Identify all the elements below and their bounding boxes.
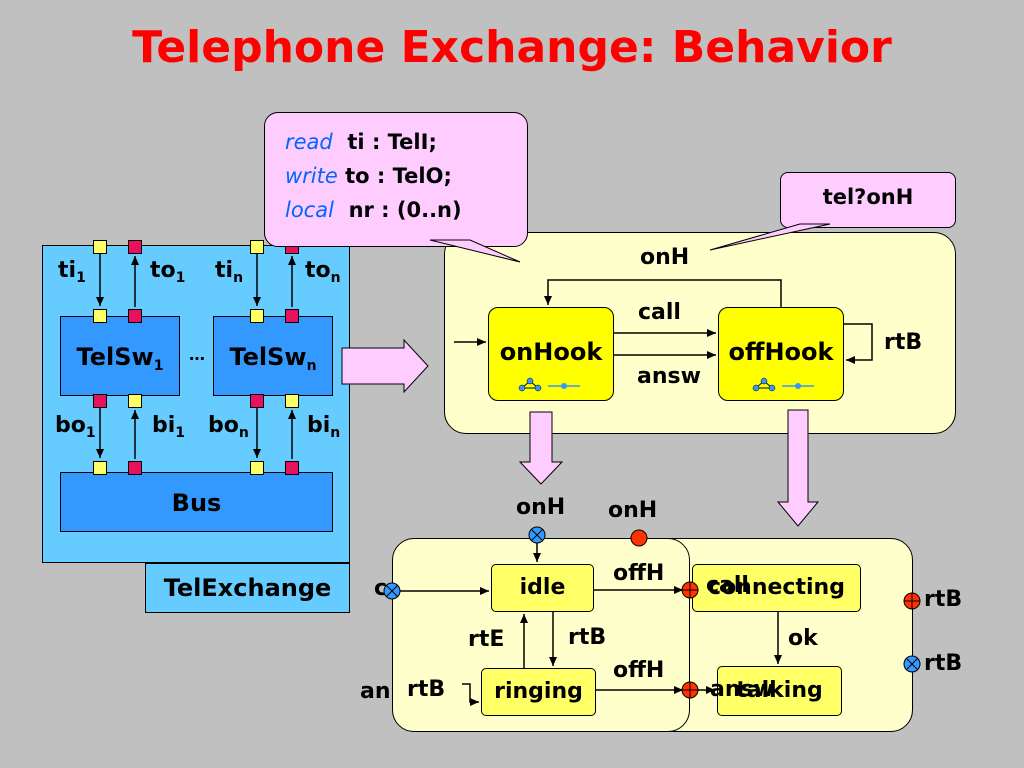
- label-bi1: bi1: [152, 413, 186, 441]
- port-sw1-in: [93, 309, 107, 323]
- exit-point-offH-top: [681, 581, 699, 599]
- state-talking: talking: [717, 666, 842, 716]
- label-ti1: ti1: [58, 258, 86, 286]
- upper-rtB-label: rtB: [884, 330, 923, 355]
- port-bus-1b: [128, 461, 142, 475]
- lower-call-overlap: call: [706, 573, 749, 598]
- telsw-1-name: TelSw: [76, 343, 154, 371]
- state-idle-label: idle: [519, 575, 566, 600]
- lower-rtB-right-top: rtB: [924, 587, 963, 612]
- lower-rtB-mid: rtB: [568, 625, 607, 650]
- port-swn-in: [250, 309, 264, 323]
- variables-callout-tail: [429, 239, 521, 263]
- label-tin: tin: [215, 258, 244, 286]
- label-bon: bon: [208, 413, 249, 441]
- telsw-1-index: 1: [153, 358, 164, 374]
- bus-box: Bus: [60, 472, 333, 532]
- upper-call-label: call: [638, 300, 681, 325]
- onhook-submachine-icon: [518, 377, 580, 392]
- telexchange-label-box: TelExchange: [145, 563, 350, 613]
- trigger-callout-text: tel?onH: [822, 185, 914, 209]
- lower-offH-bottom: offH: [613, 658, 665, 683]
- slide-title: Telephone Exchange: Behavior: [132, 22, 892, 73]
- exit-point-rtB-right: [903, 592, 921, 610]
- port-sw1-bi: [128, 394, 142, 408]
- state-offhook: offHook: [718, 307, 844, 401]
- label-bin: bin: [307, 413, 341, 441]
- label-bo1: bo1: [55, 413, 96, 441]
- state-talking-label: talking: [736, 678, 823, 703]
- trigger-callout: tel?onH: [780, 172, 956, 228]
- lower-answ-overlap: answ: [710, 677, 774, 702]
- telexchange-label: TelExchange: [163, 574, 332, 602]
- trigger-callout-tail: [709, 223, 831, 251]
- lower-onH-left: onH: [516, 495, 566, 520]
- variables-line-read: read ti : TelI;: [285, 130, 437, 154]
- upper-rtB-self-transition: [844, 323, 873, 364]
- port-sw1-out: [128, 309, 142, 323]
- port-bus-nb: [285, 461, 299, 475]
- lower-an: an: [360, 679, 391, 704]
- variables-line-local: local nr : (0..n): [285, 198, 462, 222]
- state-onhook-label: onHook: [499, 338, 603, 366]
- offhook-submachine-icon: [752, 377, 814, 392]
- lower-rtB-right-bottom: rtB: [924, 651, 963, 676]
- exit-point-onH: [630, 529, 648, 547]
- port-bus-na: [250, 461, 264, 475]
- lower-offH-top: offH: [613, 561, 665, 586]
- label-to1: to1: [150, 258, 186, 286]
- label-ton: ton: [305, 258, 341, 286]
- upper-onH-transition: [544, 279, 782, 307]
- telsw-n-index: n: [306, 358, 317, 374]
- port-swn-bi: [285, 394, 299, 408]
- variables-callout: read ti : TelI; write to : TelO; local n…: [264, 112, 528, 247]
- state-connecting-label: connecting: [708, 575, 845, 600]
- state-ringing-label: ringing: [494, 679, 583, 704]
- port-ti1-top: [93, 240, 107, 254]
- variables-line-write: write to : TelO;: [285, 164, 452, 188]
- state-offhook-label: offHook: [728, 338, 834, 366]
- state-ringing: ringing: [481, 668, 596, 716]
- telsw-n: TelSwn: [213, 316, 333, 396]
- entry-point-rtB-right: [903, 655, 921, 673]
- upper-answ-label: answ: [637, 364, 701, 389]
- upper-onH-label: onH: [640, 245, 690, 270]
- refine-arrow-down-right: [776, 409, 820, 527]
- switch-ellipsis: …: [189, 345, 205, 364]
- exit-point-offH-bottom: [681, 681, 699, 699]
- lower-ok: ok: [788, 626, 818, 651]
- lower-onH-right: onH: [608, 498, 658, 523]
- state-connecting: connecting: [692, 564, 861, 612]
- lower-c-left: c: [374, 576, 388, 601]
- entry-point-onH: [528, 526, 546, 544]
- port-to1-top: [128, 240, 142, 254]
- port-sw1-bo: [93, 394, 107, 408]
- refine-arrow-right: [341, 338, 429, 394]
- state-idle: idle: [491, 564, 594, 612]
- telsw-1: TelSw1: [60, 316, 180, 396]
- refine-arrow-down-left: [518, 411, 564, 485]
- lower-rtE: rtE: [468, 627, 505, 652]
- lower-rtB-left: rtB: [407, 677, 446, 702]
- port-tin-top: [250, 240, 264, 254]
- port-bus-1a: [93, 461, 107, 475]
- port-swn-out: [285, 309, 299, 323]
- lower-rtB-entry: [462, 683, 479, 706]
- entry-point-c: [383, 582, 401, 600]
- telsw-n-name: TelSw: [229, 343, 307, 371]
- port-swn-bo: [250, 394, 264, 408]
- bus-label: Bus: [171, 489, 222, 517]
